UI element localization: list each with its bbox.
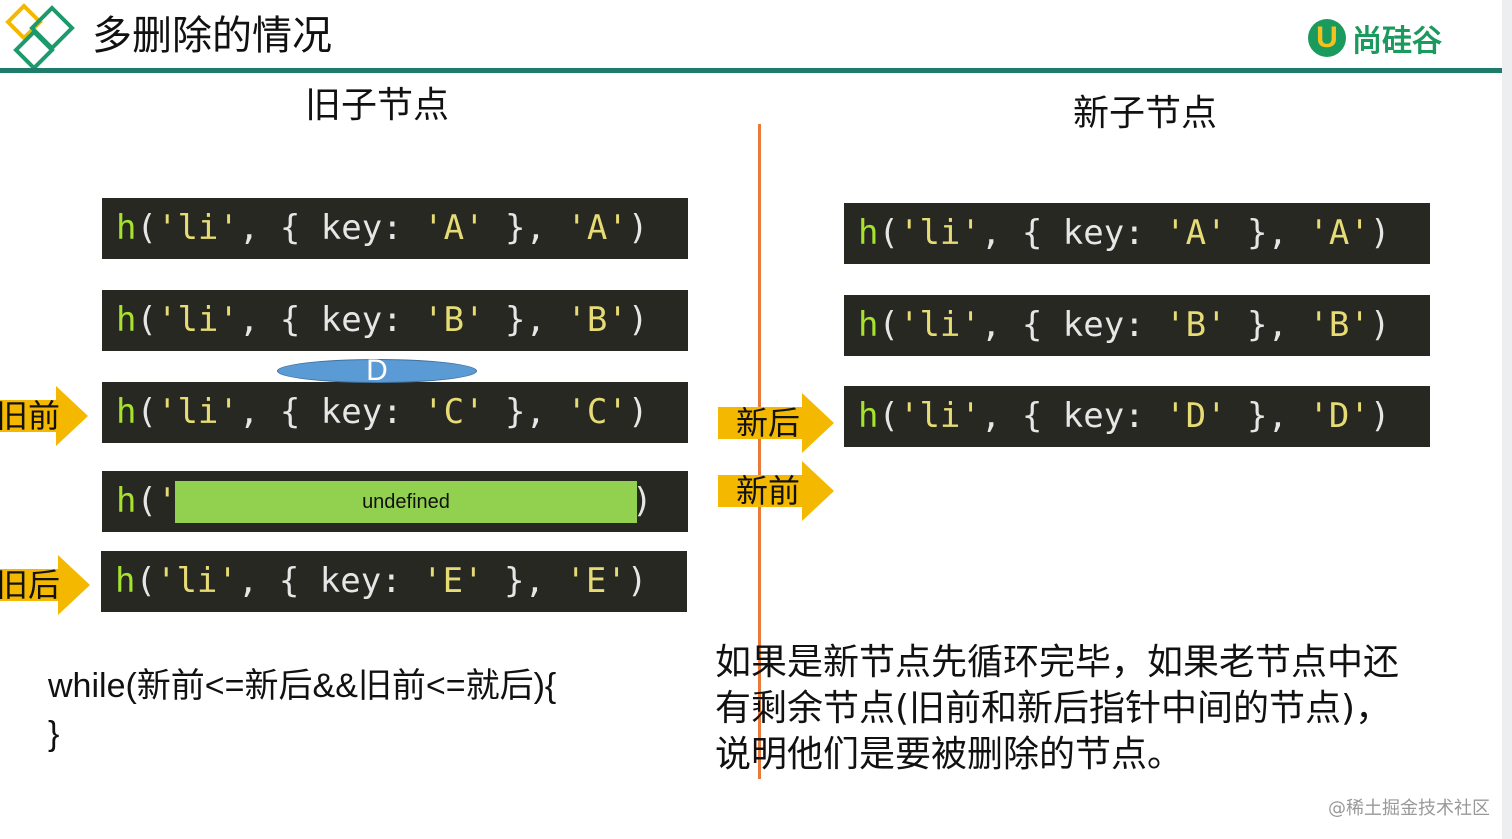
brand-name: 尚硅谷: [1352, 24, 1442, 59]
inserted-node-ellipse: D: [277, 356, 477, 386]
new-end-label: 新后: [736, 404, 801, 442]
old-children-heading: 旧子节点: [305, 85, 450, 126]
logo-diamonds-icon: [5, 3, 75, 71]
old-node-row: h('li', { key: 'C' }, 'C'): [102, 382, 688, 443]
new-node-row: h('li', { key: 'B' }, 'B'): [844, 295, 1430, 356]
watermark: @稀土掘金技术社区: [1328, 798, 1490, 819]
arrow-right-icon: [0, 386, 88, 446]
old-node-row: h('li', { key: 'E' }, 'E'): [101, 551, 687, 612]
old-node-row: h('li', { key: 'A' }, 'A'): [102, 198, 688, 259]
slide-title: 多删除的情况: [92, 13, 332, 59]
old-end-pointer: 旧后: [0, 555, 92, 615]
old-start-label: 旧前: [0, 397, 61, 435]
new-end-pointer: 新后: [718, 393, 836, 453]
arrow-right-icon: [0, 555, 90, 615]
while-line-2: }: [48, 715, 60, 753]
while-loop-code: while(新前<=新后&&旧前<=就后){ }: [48, 662, 556, 758]
header-rule: [0, 68, 1502, 73]
old-end-label: 旧后: [0, 566, 61, 604]
explanation-text: 如果是新节点先循环完毕，如果老节点中还有剩余节点(旧前和新后指针中间的节点)，说…: [715, 642, 1400, 775]
brand-logo: U 尚硅谷: [1308, 16, 1442, 60]
old-node-row: h('li', { key: 'B' }, 'B'): [102, 290, 688, 351]
old-start-pointer: 旧前: [0, 386, 90, 446]
window-edge: [1502, 0, 1512, 839]
while-line-1: while(新前<=新后&&旧前<=就后){: [48, 667, 557, 705]
new-start-pointer: 新前: [718, 461, 836, 521]
arrow-right-icon: [718, 393, 834, 453]
new-start-label: 新前: [736, 472, 801, 510]
new-children-heading: 新子节点: [1073, 93, 1218, 134]
brand-mark: U: [1308, 19, 1346, 57]
new-node-row: h('li', { key: 'A' }, 'A'): [844, 203, 1430, 264]
column-divider: [758, 124, 761, 779]
new-node-row: h('li', { key: 'D' }, 'D'): [844, 386, 1430, 447]
arrow-right-icon: [718, 461, 834, 521]
undefined-marker: undefined: [175, 481, 637, 523]
